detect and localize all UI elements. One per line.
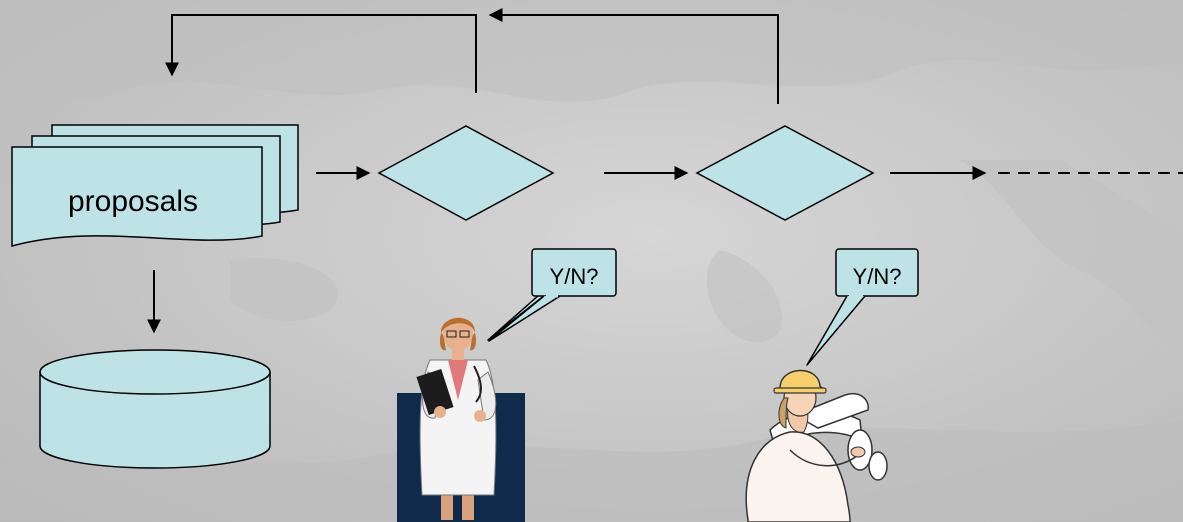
feedback-connector-left	[165, 14, 477, 93]
proposals-document-stack: proposals	[11, 124, 299, 247]
decision-diamond-2	[695, 125, 875, 221]
proposals-label: proposals	[68, 185, 198, 218]
speech-text-reviewer-1: Y/N?	[550, 264, 599, 289]
engineer-clipart-icon	[745, 369, 888, 522]
feedback-connector-right	[488, 8, 779, 104]
speech-bubble-reviewer-2: Y/N?	[806, 248, 919, 366]
speech-bubble-reviewer-1: Y/N?	[487, 248, 617, 342]
decision-diamond-1	[377, 125, 555, 221]
doctor-clipart-icon	[397, 317, 525, 522]
speech-text-reviewer-2: Y/N?	[853, 264, 902, 289]
database-cylinder	[39, 349, 271, 469]
